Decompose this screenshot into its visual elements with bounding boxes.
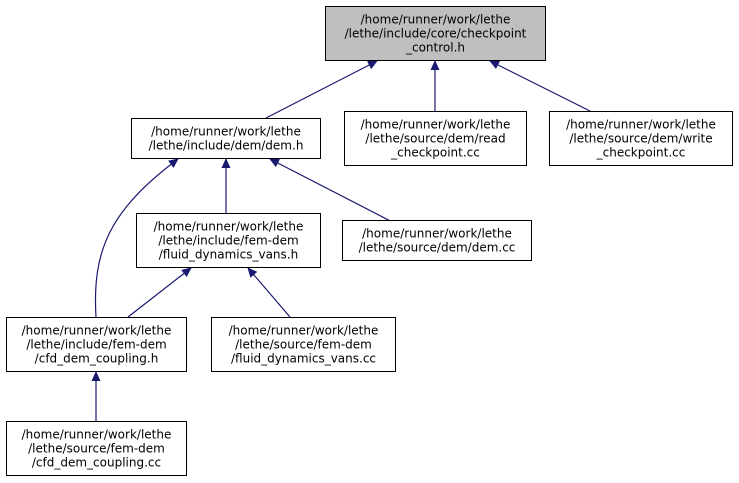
node-dem-h[interactable]: /home/runner/work/lethe/lethe/include/de… bbox=[131, 118, 321, 159]
node-read-checkpoint-cc[interactable]: /home/runner/work/lethe/lethe/source/dem… bbox=[344, 111, 527, 166]
node-label-line: /lethe/include/fem-dem bbox=[26, 338, 166, 352]
node-label-line: /cfd_dem_coupling.cc bbox=[32, 456, 161, 470]
node-box bbox=[6, 317, 187, 372]
edge-fluid_dynamics_vans_cc-to-fluid_dynamics_vans_h bbox=[247, 267, 291, 318]
node-label-line: /home/runner/work/lethe bbox=[362, 227, 512, 241]
node-write-checkpoint-cc[interactable]: /home/runner/work/lethe/lethe/source/dem… bbox=[549, 111, 733, 166]
nodes-layer: /home/runner/work/lethe/lethe/include/co… bbox=[6, 6, 733, 476]
node-box bbox=[344, 111, 527, 166]
node-label-line: /lethe/include/fem-dem bbox=[158, 234, 298, 248]
node-label-line: /lethe/source/fem-dem bbox=[28, 442, 165, 456]
node-dem-cc[interactable]: /home/runner/work/lethe/lethe/source/dem… bbox=[342, 220, 532, 261]
node-box bbox=[136, 213, 321, 268]
node-cfd-dem-coupling-cc[interactable]: /home/runner/work/lethe/lethe/source/fem… bbox=[6, 421, 187, 476]
node-label-line: /home/runner/work/lethe bbox=[151, 125, 301, 139]
node-label-line: /home/runner/work/lethe bbox=[361, 118, 511, 132]
edge-write_checkpoint_cc-to-checkpoint_control_h bbox=[489, 60, 591, 112]
node-label-line: /home/runner/work/lethe bbox=[22, 324, 172, 338]
node-label-line: /lethe/source/fem-dem bbox=[235, 338, 372, 352]
node-label-line: /lethe/source/dem/write bbox=[569, 132, 712, 146]
node-box bbox=[211, 317, 396, 372]
node-label-line: /lethe/include/dem/dem.h bbox=[149, 139, 304, 153]
node-box bbox=[342, 220, 532, 261]
node-label-line: /fluid_dynamics_vans.h bbox=[159, 248, 298, 262]
node-label-line: /lethe/include/core/checkpoint bbox=[345, 27, 527, 41]
edge-dem_h-to-checkpoint_control_h bbox=[265, 60, 378, 119]
node-label-line: _checkpoint.cc bbox=[390, 146, 480, 160]
edge-dem_cc-to-dem_h bbox=[269, 158, 401, 227]
node-label-line: /home/runner/work/lethe bbox=[154, 220, 304, 234]
node-label-line: /home/runner/work/lethe bbox=[361, 13, 511, 27]
node-label-line: /home/runner/work/lethe bbox=[229, 324, 379, 338]
node-box bbox=[325, 6, 546, 61]
node-label-line: /fluid_dynamics_vans.cc bbox=[231, 352, 376, 366]
node-box bbox=[6, 421, 187, 476]
node-box bbox=[131, 118, 321, 159]
node-label-line: /lethe/source/dem/read bbox=[365, 132, 505, 146]
node-label-line: _checkpoint.cc bbox=[596, 146, 686, 160]
node-label-line: /home/runner/work/lethe bbox=[22, 428, 172, 442]
node-label-line: _control.h bbox=[405, 41, 465, 55]
edge-cfd_dem_coupling_h-to-dem_h bbox=[94, 158, 179, 318]
edges-layer bbox=[91, 60, 591, 421]
node-box bbox=[549, 111, 733, 166]
node-fluid-dynamics-vans-h[interactable]: /home/runner/work/lethe/lethe/include/fe… bbox=[136, 213, 321, 268]
node-label-line: /home/runner/work/lethe bbox=[566, 118, 716, 132]
node-cfd-dem-coupling-h[interactable]: /home/runner/work/lethe/lethe/include/fe… bbox=[6, 317, 187, 372]
edge-cfd_dem_coupling_h-to-fluid_dynamics_vans_h bbox=[127, 267, 192, 318]
node-label-line: /lethe/source/dem/dem.cc bbox=[359, 241, 516, 255]
node-fluid-dynamics-vans-cc[interactable]: /home/runner/work/lethe/lethe/source/fem… bbox=[211, 317, 396, 372]
node-checkpoint-control-h[interactable]: /home/runner/work/lethe/lethe/include/co… bbox=[325, 6, 546, 61]
node-label-line: /cfd_dem_coupling.h bbox=[35, 352, 159, 366]
